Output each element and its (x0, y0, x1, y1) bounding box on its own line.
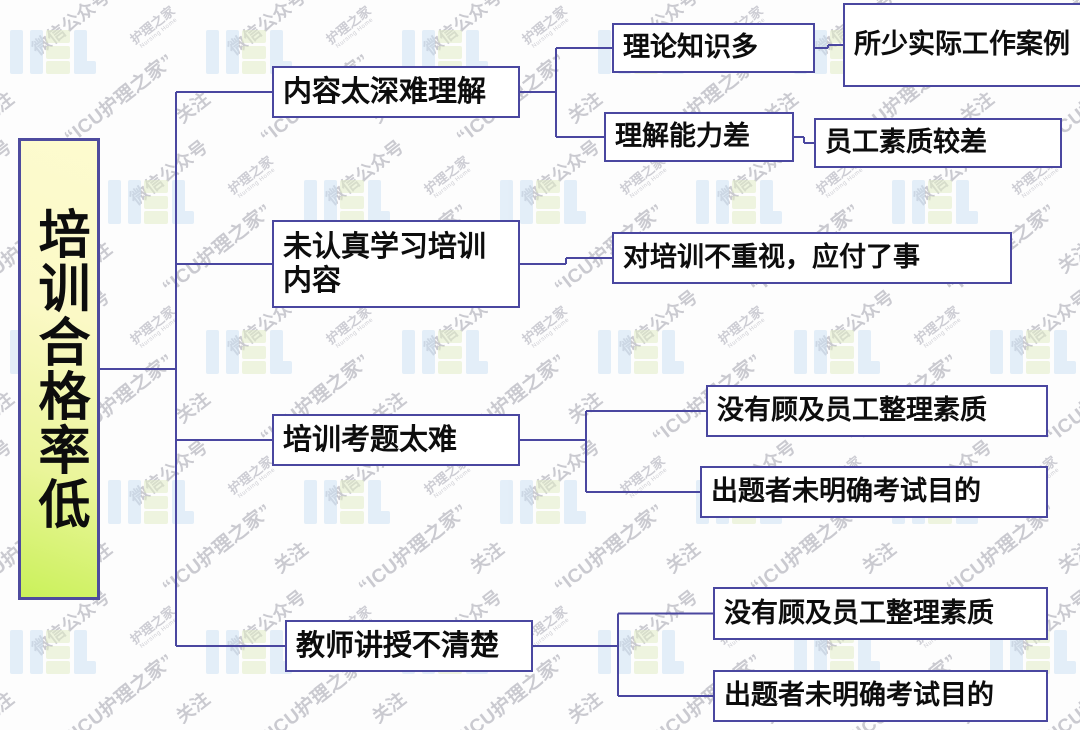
root-node[interactable]: 培训合格率低 (18, 138, 100, 600)
node-n4a-label: 没有顾及员工整理素质 (724, 597, 994, 628)
node-n2a-label: 对培训不重视，应付了事 (623, 242, 920, 273)
node-n3b-label: 出题者未明确考试目的 (711, 476, 981, 507)
node-n3a[interactable]: 没有顾及员工整理素质 (706, 385, 1048, 437)
node-n4a[interactable]: 没有顾及员工整理素质 (713, 587, 1048, 640)
node-n3-label: 培训考题太难 (283, 423, 458, 456)
node-n4b[interactable]: 出题者未明确考试目的 (713, 670, 1048, 722)
node-n3a-label: 没有顾及员工整理素质 (717, 395, 987, 426)
node-n1b-label: 理解能力差 (615, 121, 750, 152)
node-n1a-label: 理论知识多 (623, 32, 758, 63)
node-n3[interactable]: 培训考题太难 (272, 414, 520, 466)
node-n1b1-label: 员工素质较差 (825, 127, 987, 158)
node-n1b[interactable]: 理解能力差 (604, 112, 794, 162)
node-n2-label: 未认真学习培训内容 (283, 230, 487, 297)
node-n1a1[interactable]: 所少实际工作案例 (843, 3, 1080, 87)
node-n4-label: 教师讲授不清楚 (296, 629, 500, 662)
node-n2[interactable]: 未认真学习培训内容 (272, 220, 520, 308)
node-n1-label: 内容太深难理解 (283, 75, 487, 108)
node-n2a[interactable]: 对培训不重视，应付了事 (612, 232, 1012, 284)
node-n1[interactable]: 内容太深难理解 (272, 66, 520, 118)
node-n1a1-label: 所少实际工作案例 (854, 29, 1070, 60)
node-n1a[interactable]: 理论知识多 (612, 23, 815, 73)
node-n4[interactable]: 教师讲授不清楚 (285, 620, 533, 672)
node-n4b-label: 出题者未明确考试目的 (724, 680, 994, 711)
node-n3b[interactable]: 出题者未明确考试目的 (700, 466, 1048, 518)
root-node-label: 培训合格率低 (30, 207, 88, 531)
node-n1b1[interactable]: 员工素质较差 (814, 118, 1062, 168)
